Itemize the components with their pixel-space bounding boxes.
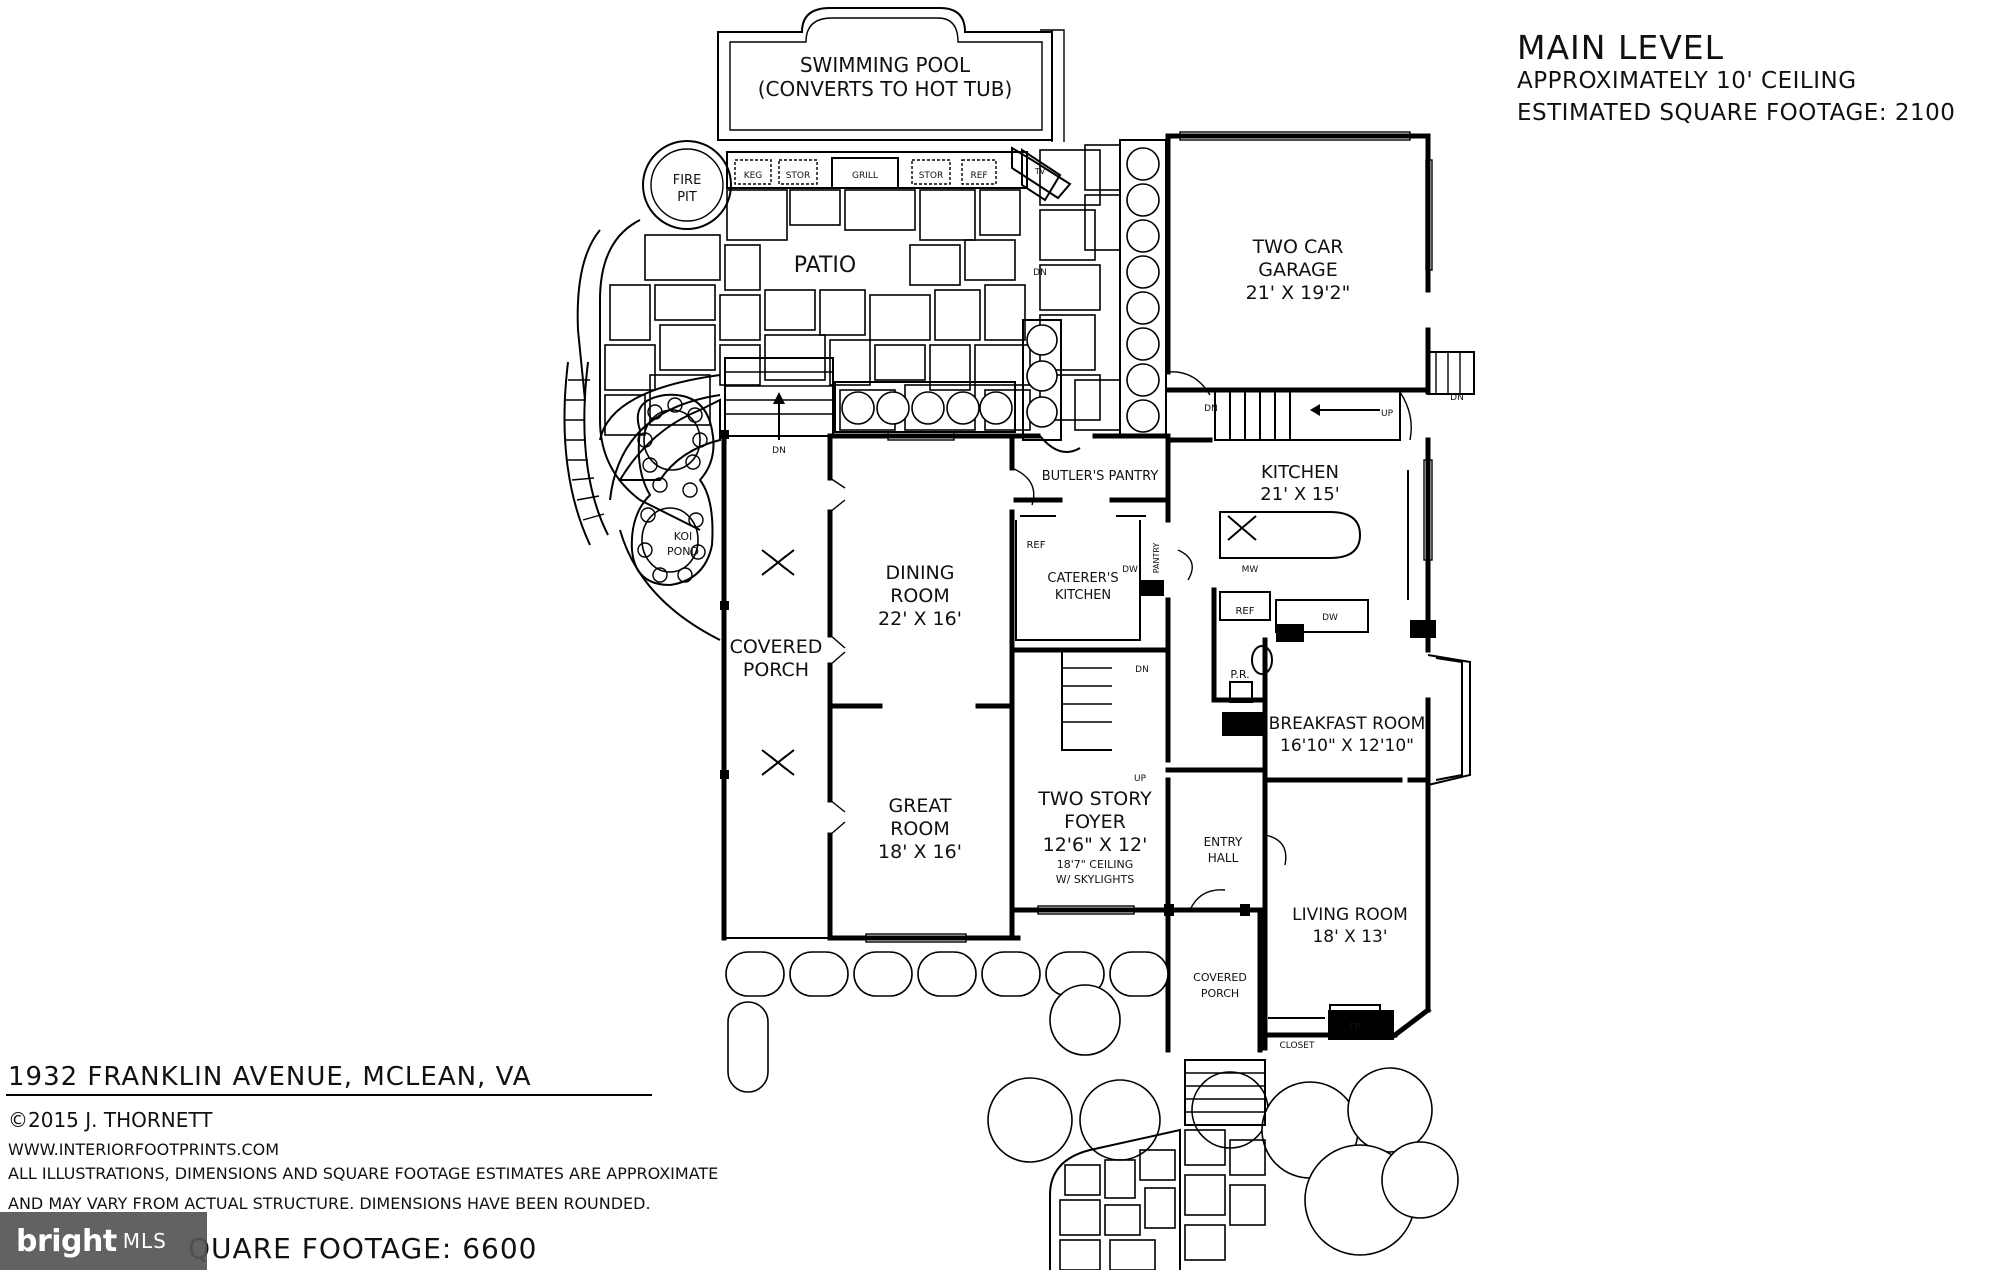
watermark-brand: bright — [16, 1223, 117, 1259]
ceiling-note: APPROXIMATELY 10' CEILING — [1517, 68, 1857, 94]
garage-dim: 21' X 19'2" — [1246, 282, 1351, 304]
covered-porch-label-2: PORCH — [743, 659, 809, 681]
curved-stairs — [563, 361, 721, 641]
entry-hall-label: ENTRY — [1204, 835, 1243, 849]
outdoor-kitchen — [726, 146, 1072, 200]
caterers-kitchen-label-2: KITCHEN — [1055, 588, 1111, 603]
front-porch-label: COVERED — [1193, 971, 1247, 984]
swimming-pool — [717, 7, 1065, 142]
microwave-label: MW — [1242, 565, 1259, 575]
kitchen-ref-label: REF — [1235, 606, 1254, 617]
foyer-label-2: FOYER — [1064, 811, 1126, 833]
storage-label: STOR — [786, 171, 811, 181]
foyer-dim: 12'6" X 12' — [1043, 834, 1148, 856]
watermark-suffix: MLS — [122, 1229, 167, 1253]
disclaimer-line-1: ALL ILLUSTRATIONS, DIMENSIONS AND SQUARE… — [8, 1164, 719, 1183]
front-porch-label-2: PORCH — [1201, 987, 1239, 1000]
planter-shrubs — [834, 139, 1167, 441]
room-labels: SWIMMING POOL (CONVERTS TO HOT TUB) FIRE… — [667, 53, 1464, 1051]
property-address: 1932 FRANKLIN AVENUE, MCLEAN, VA — [8, 1062, 532, 1092]
breakfast-room-label: BREAKFAST ROOM — [1269, 714, 1426, 734]
butlers-pantry-label: BUTLER'S PANTRY — [1042, 469, 1159, 484]
koi-label-2: POND — [667, 545, 699, 558]
caterer-ref-label: REF — [1026, 540, 1045, 551]
koi-label: KOI — [674, 530, 693, 543]
pool-label-2: (CONVERTS TO HOT TUB) — [758, 77, 1013, 101]
closet-label: CLOSET — [1280, 1041, 1315, 1051]
patio-label: PATIO — [794, 253, 856, 278]
level-square-footage: ESTIMATED SQUARE FOOTAGE: 2100 — [1517, 100, 1956, 126]
dining-room-label-2: ROOM — [890, 585, 950, 607]
covered-porch-label: COVERED — [730, 636, 823, 658]
dining-room-label: DINING — [886, 562, 955, 584]
outdoor-ref-label: REF — [970, 171, 987, 181]
total-square-footage: QUARE FOOTAGE: 6600 — [188, 1232, 538, 1265]
great-room-label: GREAT — [888, 795, 951, 817]
website: WWW.INTERIORFOOTPRINTS.COM — [8, 1140, 280, 1159]
stairs-dn-label: DN — [772, 446, 786, 456]
fire-pit-label: FIRE — [673, 173, 702, 188]
back-steps — [724, 357, 834, 440]
kitchen-label: KITCHEN — [1261, 462, 1339, 483]
garage-dn-label: DN — [1204, 404, 1218, 414]
bright-mls-watermark: bright MLS — [0, 1212, 207, 1270]
kitchen-dim: 21' X 15' — [1260, 484, 1339, 505]
koi-pond — [630, 393, 715, 587]
patio-stonework — [576, 144, 1121, 531]
grill-label: GRILL — [852, 171, 878, 181]
tv-label: TV — [1034, 167, 1046, 176]
copyright: ©2015 J. THORNETT — [8, 1108, 213, 1132]
garage-label-2: GARAGE — [1258, 259, 1338, 281]
garage-label: TWO CAR — [1252, 236, 1344, 258]
dining-room-dim: 22' X 16' — [878, 608, 962, 630]
foyer-label: TWO STORY — [1037, 788, 1152, 810]
garage-dn-right-label: DN — [1450, 393, 1464, 403]
caterers-kitchen-label: CATERER'S — [1047, 571, 1118, 586]
footer-divider — [6, 1094, 652, 1096]
ceiling-fan-icon — [761, 515, 1257, 776]
entry-hall-label-2: HALL — [1208, 851, 1239, 865]
house-walls — [720, 131, 1475, 1053]
foyer-dn-label: DN — [1135, 665, 1149, 675]
garage-up-label: UP — [1381, 409, 1394, 419]
fire-pit — [642, 140, 732, 230]
fireplace-label: FP — [1349, 1022, 1361, 1033]
powder-room-label: P.R. — [1230, 668, 1249, 681]
level-title: MAIN LEVEL — [1517, 28, 1725, 67]
storage-label-2: STOR — [919, 171, 944, 181]
pantry-label: PANTRY — [1152, 543, 1161, 574]
great-room-dim: 18' X 16' — [878, 841, 962, 863]
foyer-skylights: W/ SKYLIGHTS — [1056, 873, 1134, 886]
keg-label: KEG — [744, 171, 763, 181]
caterer-dw-label: DW — [1122, 565, 1138, 575]
fire-pit-label-2: PIT — [677, 190, 697, 205]
great-room-label-2: ROOM — [890, 818, 950, 840]
front-landscaping — [725, 951, 1459, 1270]
pool-label: SWIMMING POOL — [800, 53, 971, 77]
living-room-label: LIVING ROOM — [1292, 905, 1408, 925]
disclaimer-line-2: AND MAY VARY FROM ACTUAL STRUCTURE. DIME… — [8, 1194, 651, 1213]
breakfast-room-dim: 16'10" X 12'10" — [1280, 736, 1414, 756]
foyer-ceiling: 18'7" CEILING — [1057, 858, 1134, 871]
kitchen-dw-label: DW — [1322, 613, 1338, 623]
foyer-up-label: UP — [1134, 774, 1147, 784]
patio-dn-label: DN — [1033, 268, 1047, 278]
living-room-dim: 18' X 13' — [1312, 927, 1387, 947]
